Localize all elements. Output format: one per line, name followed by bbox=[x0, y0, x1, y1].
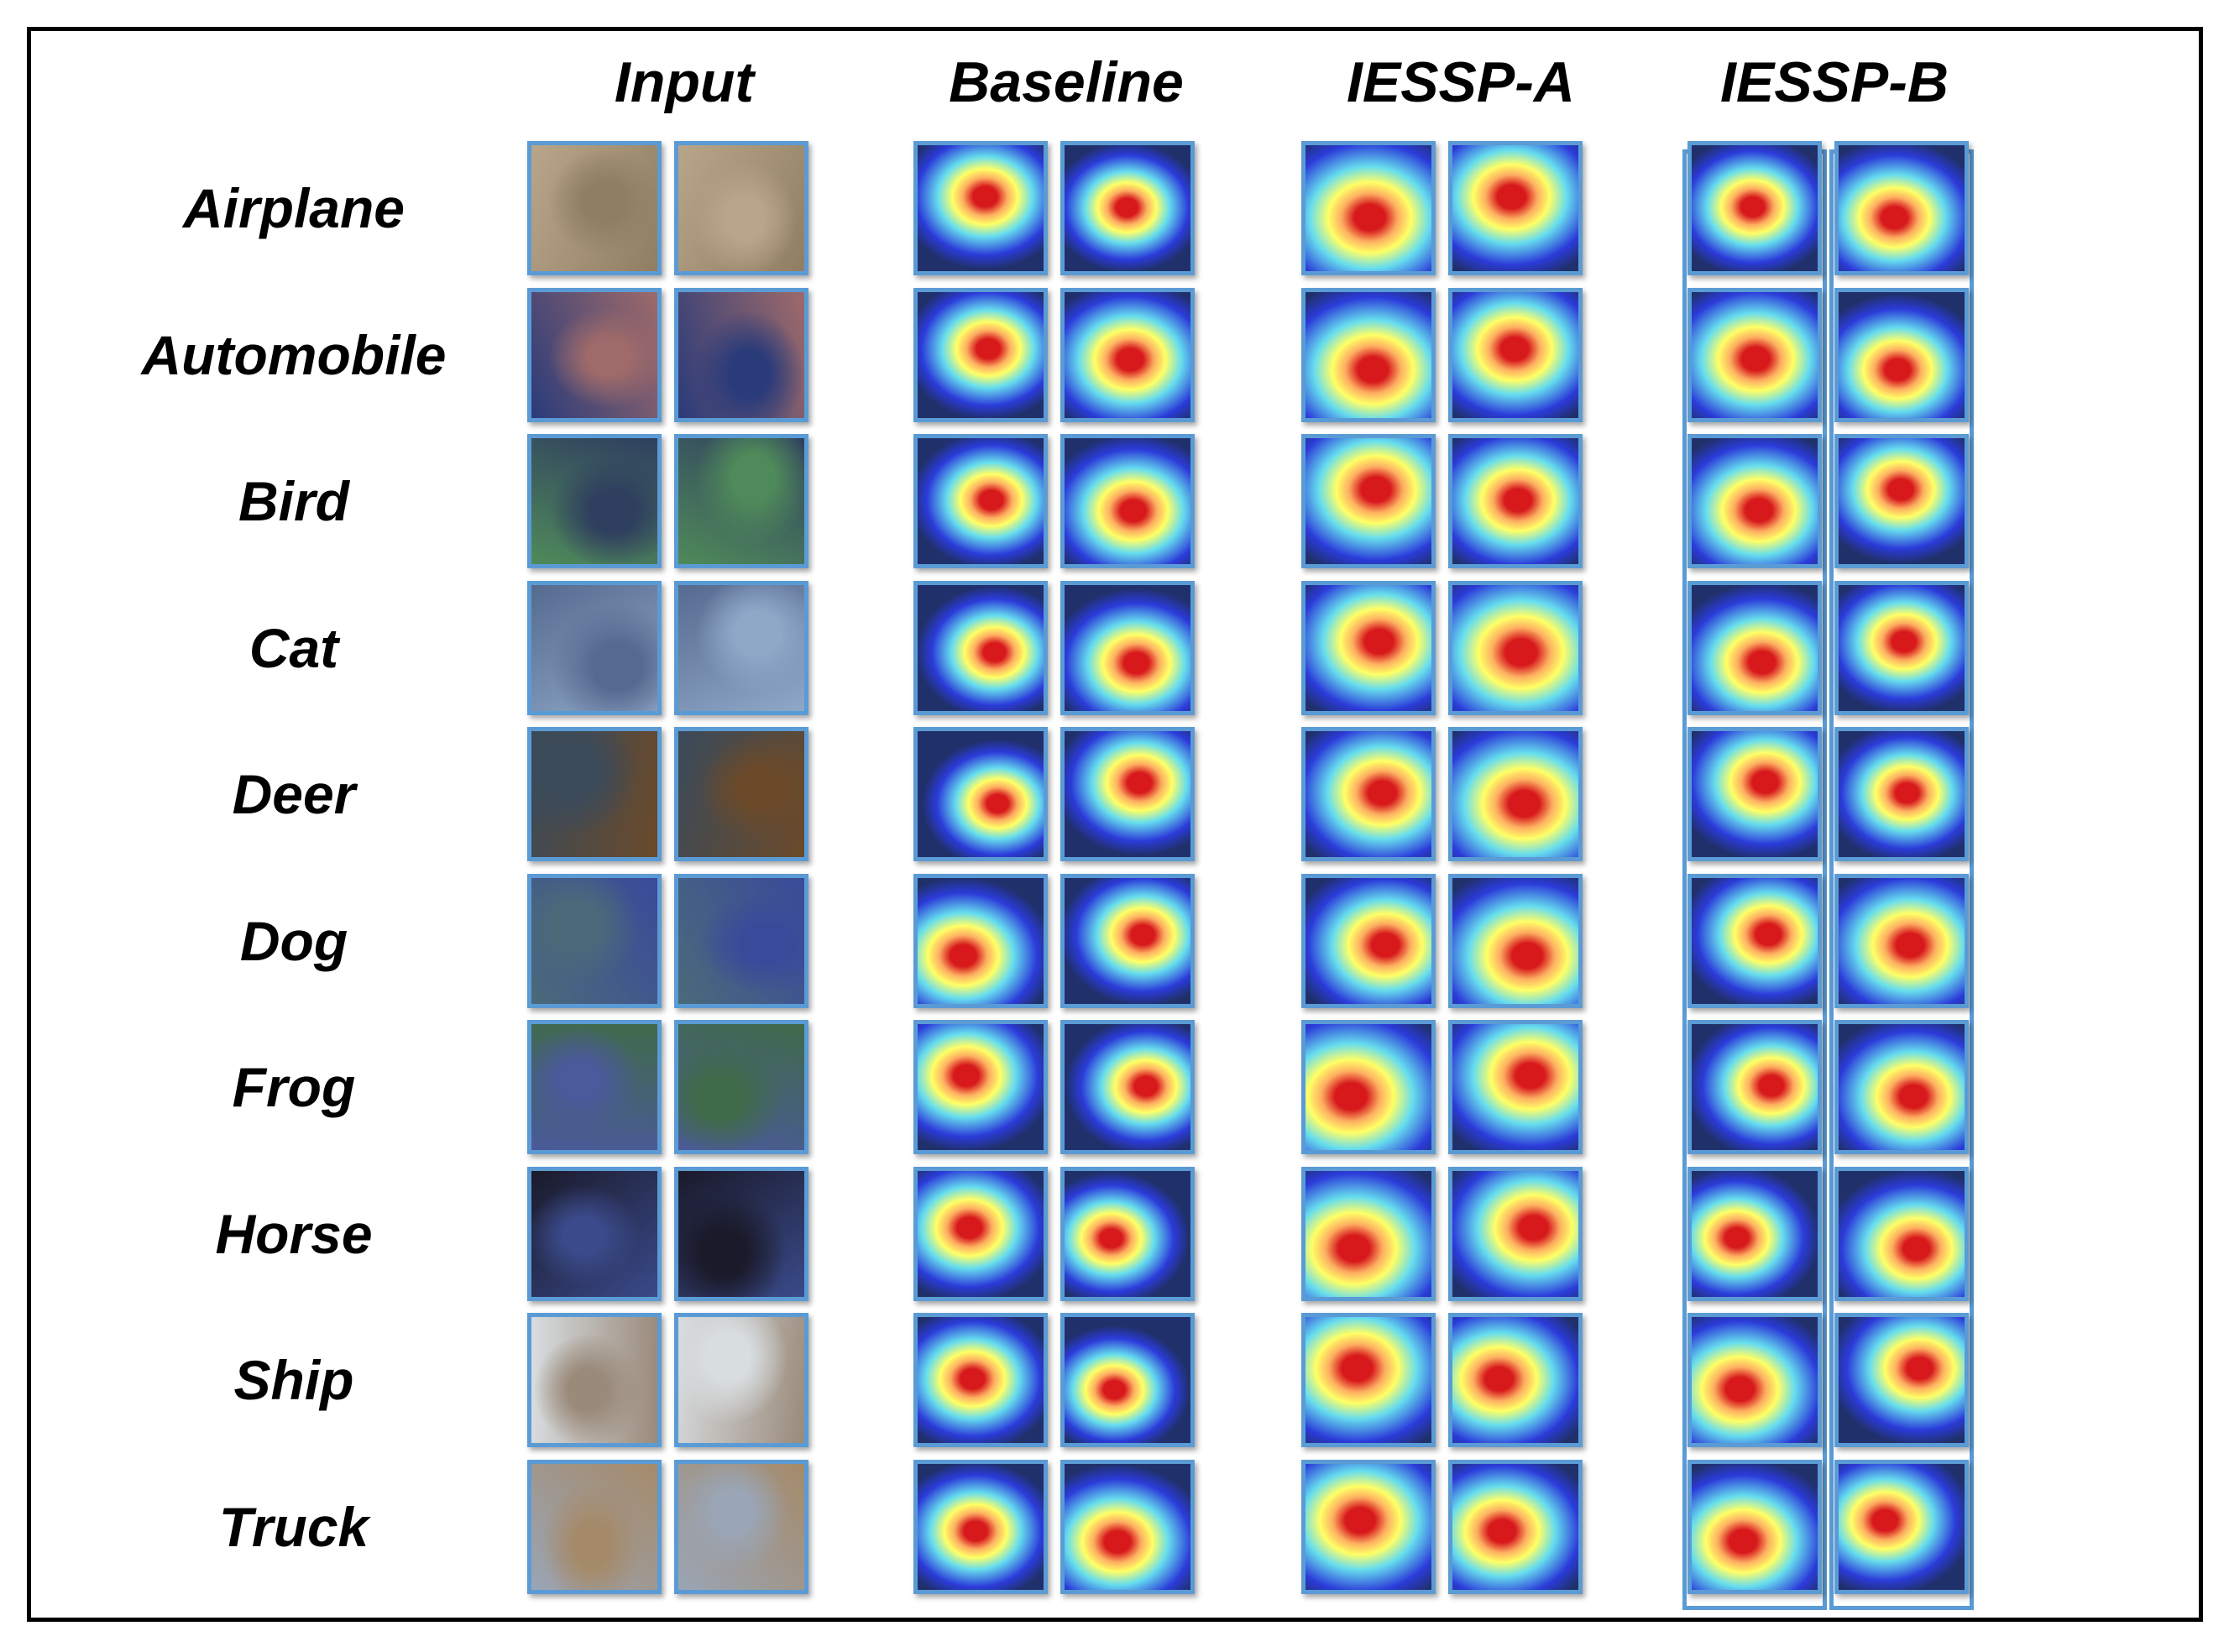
tile-horse-iessp-a-1 bbox=[1301, 1166, 1436, 1301]
row-label-automobile: Automobile bbox=[141, 323, 447, 386]
tile-dog-baseline-2 bbox=[1060, 873, 1195, 1008]
tile-bird-baseline-2 bbox=[1060, 434, 1195, 568]
tile-horse-input-1 bbox=[527, 1166, 662, 1301]
row-label-ship: Ship bbox=[233, 1349, 354, 1411]
tile-automobile-input-1 bbox=[527, 287, 662, 422]
tile-deer-input-2 bbox=[674, 727, 808, 861]
tile-dog-iessp-a-2 bbox=[1448, 873, 1583, 1008]
tile-dog-iessp-b-1 bbox=[1687, 873, 1822, 1008]
tile-truck-input-1 bbox=[527, 1459, 662, 1594]
tile-deer-iessp-b-1 bbox=[1687, 727, 1822, 861]
tile-bird-input-1 bbox=[527, 434, 662, 568]
tile-horse-input-2 bbox=[674, 1166, 808, 1301]
column-header-iessp-a: IESSP-A bbox=[1346, 50, 1576, 114]
tile-truck-iessp-b-1 bbox=[1687, 1459, 1822, 1594]
tile-airplane-input-2 bbox=[674, 141, 808, 275]
tile-horse-baseline-2 bbox=[1060, 1166, 1195, 1301]
tile-frog-baseline-1 bbox=[913, 1020, 1048, 1154]
tile-frog-iessp-b-1 bbox=[1687, 1020, 1822, 1154]
row-label-cat: Cat bbox=[249, 616, 339, 679]
tile-bird-input-2 bbox=[674, 434, 808, 568]
tile-bird-iessp-b-2 bbox=[1834, 434, 1969, 568]
tile-frog-iessp-b-2 bbox=[1834, 1020, 1969, 1154]
tile-cat-iessp-a-1 bbox=[1301, 580, 1436, 715]
tile-airplane-iessp-b-2 bbox=[1834, 141, 1969, 275]
tile-deer-baseline-1 bbox=[913, 727, 1048, 861]
tile-airplane-iessp-b-1 bbox=[1687, 141, 1822, 275]
tile-frog-input-2 bbox=[674, 1020, 808, 1154]
tile-horse-baseline-1 bbox=[913, 1166, 1048, 1301]
tile-horse-iessp-b-2 bbox=[1834, 1166, 1969, 1301]
tile-automobile-input-2 bbox=[674, 287, 808, 422]
tile-airplane-baseline-2 bbox=[1060, 141, 1195, 275]
tile-bird-iessp-a-1 bbox=[1301, 434, 1436, 568]
row-label-frog: Frog bbox=[232, 1056, 356, 1118]
tile-automobile-baseline-1 bbox=[913, 287, 1048, 422]
tile-dog-iessp-b-2 bbox=[1834, 873, 1969, 1008]
column-header-input: Input bbox=[614, 50, 755, 114]
tile-dog-baseline-1 bbox=[913, 873, 1048, 1008]
tile-ship-input-1 bbox=[527, 1313, 662, 1447]
tile-deer-input-1 bbox=[527, 727, 662, 861]
tile-frog-iessp-a-1 bbox=[1301, 1020, 1436, 1154]
row-label-dog: Dog bbox=[239, 909, 348, 972]
tile-frog-baseline-2 bbox=[1060, 1020, 1195, 1154]
tile-cat-baseline-1 bbox=[913, 580, 1048, 715]
tile-automobile-iessp-a-2 bbox=[1448, 287, 1583, 422]
tile-truck-iessp-a-2 bbox=[1448, 1459, 1583, 1594]
tile-airplane-input-1 bbox=[527, 141, 662, 275]
tile-deer-iessp-a-1 bbox=[1301, 727, 1436, 861]
tile-bird-baseline-1 bbox=[913, 434, 1048, 568]
tile-cat-baseline-2 bbox=[1060, 580, 1195, 715]
tile-cat-iessp-b-1 bbox=[1687, 580, 1822, 715]
tile-airplane-baseline-1 bbox=[913, 141, 1048, 275]
tile-airplane-iessp-a-2 bbox=[1448, 141, 1583, 275]
tile-deer-iessp-a-2 bbox=[1448, 727, 1583, 861]
tile-ship-iessp-b-1 bbox=[1687, 1313, 1822, 1447]
tile-deer-iessp-b-2 bbox=[1834, 727, 1969, 861]
tile-dog-iessp-a-1 bbox=[1301, 873, 1436, 1008]
tile-automobile-baseline-2 bbox=[1060, 287, 1195, 422]
tile-ship-iessp-b-2 bbox=[1834, 1313, 1969, 1447]
tile-cat-input-1 bbox=[527, 580, 662, 715]
tile-cat-iessp-a-2 bbox=[1448, 580, 1583, 715]
tile-ship-iessp-a-1 bbox=[1301, 1313, 1436, 1447]
tile-bird-iessp-a-2 bbox=[1448, 434, 1583, 568]
column-header-iessp-b: IESSP-B bbox=[1719, 50, 1949, 114]
tile-ship-baseline-1 bbox=[913, 1313, 1048, 1447]
tile-truck-baseline-2 bbox=[1060, 1459, 1195, 1594]
column-header-baseline: Baseline bbox=[949, 50, 1184, 114]
row-label-bird: Bird bbox=[238, 470, 349, 532]
tile-cat-iessp-b-2 bbox=[1834, 580, 1969, 715]
tile-bird-iessp-b-1 bbox=[1687, 434, 1822, 568]
row-label-airplane: Airplane bbox=[182, 177, 406, 239]
tile-dog-input-2 bbox=[674, 873, 808, 1008]
row-label-deer: Deer bbox=[232, 763, 356, 825]
tile-automobile-iessp-a-1 bbox=[1301, 287, 1436, 422]
tile-airplane-iessp-a-1 bbox=[1301, 141, 1436, 275]
tile-horse-iessp-a-2 bbox=[1448, 1166, 1583, 1301]
tile-cat-input-2 bbox=[674, 580, 808, 715]
tile-automobile-iessp-b-2 bbox=[1834, 287, 1969, 422]
tile-truck-input-2 bbox=[674, 1459, 808, 1594]
tile-frog-iessp-a-2 bbox=[1448, 1020, 1583, 1154]
tile-truck-baseline-1 bbox=[913, 1459, 1048, 1594]
tile-deer-baseline-2 bbox=[1060, 727, 1195, 861]
tile-automobile-iessp-b-1 bbox=[1687, 287, 1822, 422]
tile-truck-iessp-a-1 bbox=[1301, 1459, 1436, 1594]
row-label-horse: Horse bbox=[215, 1202, 373, 1265]
tile-ship-baseline-2 bbox=[1060, 1313, 1195, 1447]
tile-ship-input-2 bbox=[674, 1313, 808, 1447]
tile-ship-iessp-a-2 bbox=[1448, 1313, 1583, 1447]
tile-dog-input-1 bbox=[527, 873, 662, 1008]
tile-frog-input-1 bbox=[527, 1020, 662, 1154]
tile-horse-iessp-b-1 bbox=[1687, 1166, 1822, 1301]
tile-truck-iessp-b-2 bbox=[1834, 1459, 1969, 1594]
row-label-truck: Truck bbox=[218, 1495, 369, 1558]
